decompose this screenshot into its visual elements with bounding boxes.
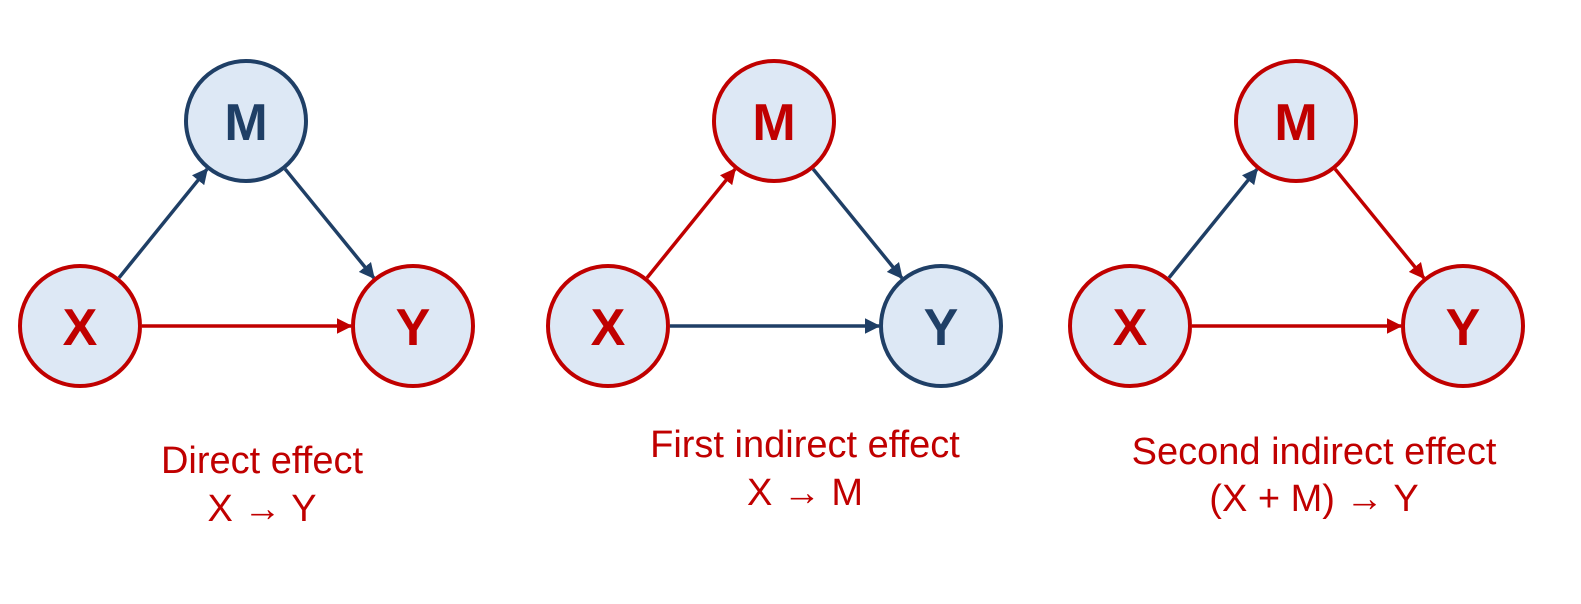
node-x: X [1068,264,1192,388]
caption-title: First indirect effect [650,424,960,466]
node-x: X [18,264,142,388]
node-x: X [546,264,670,388]
node-y-circle [1401,264,1525,388]
node-x-label: X [591,299,626,357]
node-m-label: M [752,94,795,152]
node-m-circle [184,59,308,183]
node-y-label: Y [1446,299,1481,357]
edge-m-to-y [283,167,376,280]
node-x-circle [1068,264,1192,388]
edge-x-to-m [645,167,737,279]
caption-path: (X + M) → Y [1209,478,1418,520]
node-m-label: M [224,94,267,152]
node-x-label: X [1113,299,1148,357]
caption-title: Direct effect [161,440,363,482]
node-y-circle [351,264,475,388]
node-m: M [1234,59,1358,183]
node-y: Y [1401,264,1525,388]
node-y: Y [351,264,475,388]
diagram-panel-3: M X Y Second indirect effect (X + M) → Y [1068,59,1525,520]
caption-path: X → M [747,472,863,514]
node-y: Y [879,264,1003,388]
node-y-label: Y [396,299,431,357]
node-x-circle [18,264,142,388]
node-m-label: M [1274,94,1317,152]
caption-path: X → Y [207,488,316,530]
diagrams-root: M X Y Direct effect X → Y M X Y First indirect e… [18,59,1525,530]
node-m: M [184,59,308,183]
node-m: M [712,59,836,183]
edge-m-to-y [811,167,904,280]
caption-title: Second indirect effect [1132,431,1497,473]
node-y-label: Y [924,299,959,357]
node-m-circle [712,59,836,183]
diagram-panel-1: M X Y Direct effect X → Y [18,59,475,530]
edge-x-to-m [1167,167,1259,279]
node-x-label: X [63,299,98,357]
node-m-circle [1234,59,1358,183]
diagram-panel-2: M X Y First indirect effect X → M [546,59,1003,514]
edge-x-to-m [117,167,209,279]
edge-m-to-y [1333,167,1426,280]
node-y-circle [879,264,1003,388]
node-x-circle [546,264,670,388]
